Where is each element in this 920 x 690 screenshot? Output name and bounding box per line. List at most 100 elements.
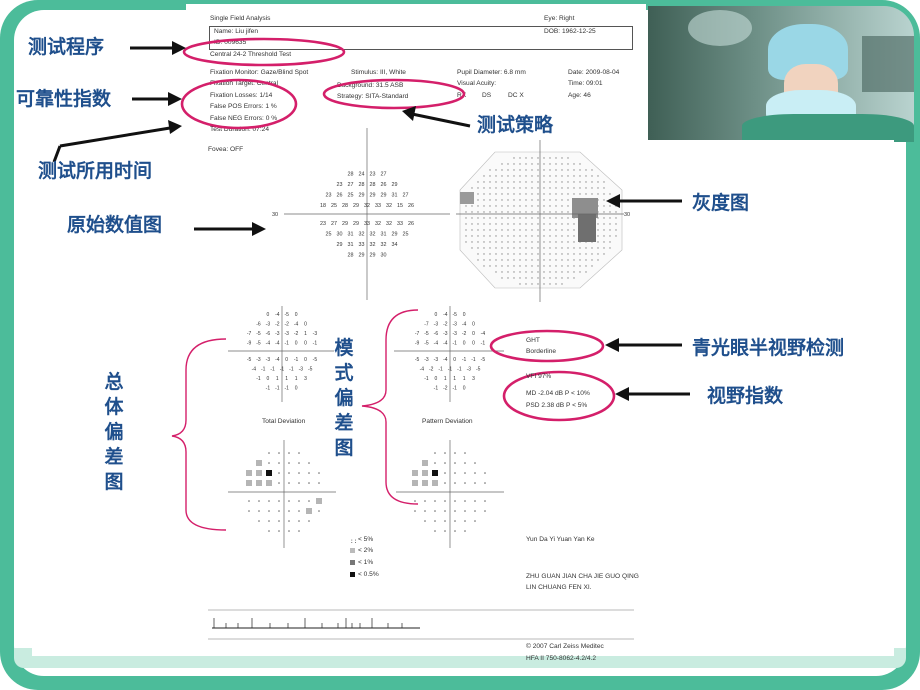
total-deviation-prob-symbol [268,500,270,502]
greyscale-dot [573,187,575,189]
greyscale-dot [477,247,479,249]
greyscale-dot [579,187,581,189]
total-deviation-prob-symbol [268,462,270,464]
greyscale-dot [513,175,515,177]
pattern-deviation-cell: 0 [435,312,438,318]
greyscale-dot [507,217,509,219]
greyscale-dot [519,187,521,189]
pattern-deviation-cell: 0 [472,321,475,327]
pattern-deviation-prob-symbol [454,462,456,464]
greyscale-dot [471,247,473,249]
greyscale-dot [567,169,569,171]
total-deviation-prob-symbol [316,498,322,504]
pattern-deviation-prob-symbol [464,520,466,522]
total-deviation-prob-symbol [308,462,310,464]
threshold-cell: 29 [337,242,343,248]
pattern-deviation-cell: -4 [443,357,448,363]
threshold-cell: 29 [342,221,348,227]
greyscale-dot [489,199,491,201]
greyscale-dot [501,277,503,279]
pattern-deviation-prob-symbol [414,500,416,502]
pattern-deviation-cell: -2 [462,331,467,337]
greyscale-dot [555,259,557,261]
pattern-deviation-prob-symbol [432,480,438,486]
pattern-deviation-prob-symbol [424,520,426,522]
greyscale-dot [489,235,491,237]
pattern-deviation-cell: 0 [463,386,466,392]
greyscale-dot [501,247,503,249]
annotation-ght: 青光眼半视野检测 [692,337,845,359]
greyscale-dot [507,193,509,195]
greyscale-dot [489,217,491,219]
pattern-deviation-prob-symbol [474,472,476,474]
total-deviation-axes [228,306,334,402]
threshold-cell: 29 [381,192,387,198]
greyscale-dot [483,223,485,225]
greyscale-dot [519,223,521,225]
greyscale-dot [573,175,575,177]
threshold-cell: 23 [370,171,376,177]
greyscale-dot [525,193,527,195]
greyscale-dot [537,211,539,213]
greyscale-dot [591,169,593,171]
greyscale-dot [537,223,539,225]
greyscale-dot [555,253,557,255]
total-deviation-cell: -4 [252,367,257,373]
pattern-deviation-cell: -1 [434,386,439,392]
greyscale-dot [609,217,611,219]
greyscale-dot [597,259,599,261]
threshold-cell: 33 [364,221,370,227]
greyscale-dot [465,223,467,225]
greyscale-dot [537,163,539,165]
threshold-cell: 27 [403,192,409,198]
greyscale-dot [507,247,509,249]
greyscale-dot [549,211,551,213]
greyscale-dot [543,283,545,285]
threshold-cell: 25 [331,203,337,209]
pattern-deviation-prob-plot [412,452,486,532]
greyscale-dot [561,211,563,213]
threshold-cell: 33 [397,221,403,227]
annotation-reliability: 可靠性指数 [16,88,112,110]
greyscale-dot [477,187,479,189]
greyscale-dot [567,187,569,189]
greyscale-dot [609,241,611,243]
greyscale-dot [501,241,503,243]
greyscale-dot [609,235,611,237]
pattern-deviation-cell: 3 [472,376,475,382]
greyscale-dot [597,175,599,177]
greyscale-dot [525,271,527,273]
legend-symbol-5: :: [350,538,357,545]
greyscale-dot [525,211,527,213]
total-deviation-cell: -1 [313,341,318,347]
greyscale-dot [465,235,467,237]
threshold-cell: 28 [348,171,354,177]
total-deviation-cell: -2 [284,321,289,327]
greyscale-dot [549,271,551,273]
greyscale-dot [573,259,575,261]
greyscale-dot [543,211,545,213]
total-deviation-cell: 1 [304,331,307,337]
greyscale-dot [573,277,575,279]
pattern-deviation-cell: -1 [457,367,462,373]
total-deviation-cell: -3 [275,331,280,337]
total-deviation-prob-plot [246,452,322,532]
pattern-deviation-cell: -3 [443,331,448,337]
greyscale-dot [591,253,593,255]
pattern-deviation-cell: -1 [471,357,476,363]
pattern-deviation-cell: -7 [415,331,420,337]
total-deviation-prob-symbol [318,472,320,474]
greyscale-dot [489,253,491,255]
greyscale-dot [555,205,557,207]
greyscale-dot [537,235,539,237]
background-luminance: Background: 31.5 ASB [337,82,404,89]
total-deviation-prob-symbol [268,530,270,532]
vfi-index: VFI 97% [526,373,552,380]
test-duration: Test Duration: 07:24 [210,126,270,133]
greyscale-dot [519,181,521,183]
greyscale-dot [561,241,563,243]
eye-label: Eye: Right [544,15,575,22]
total-deviation-cell: 0 [267,312,270,318]
greyscale-dot [519,277,521,279]
legend-label-05: < 0.5% [358,571,379,578]
